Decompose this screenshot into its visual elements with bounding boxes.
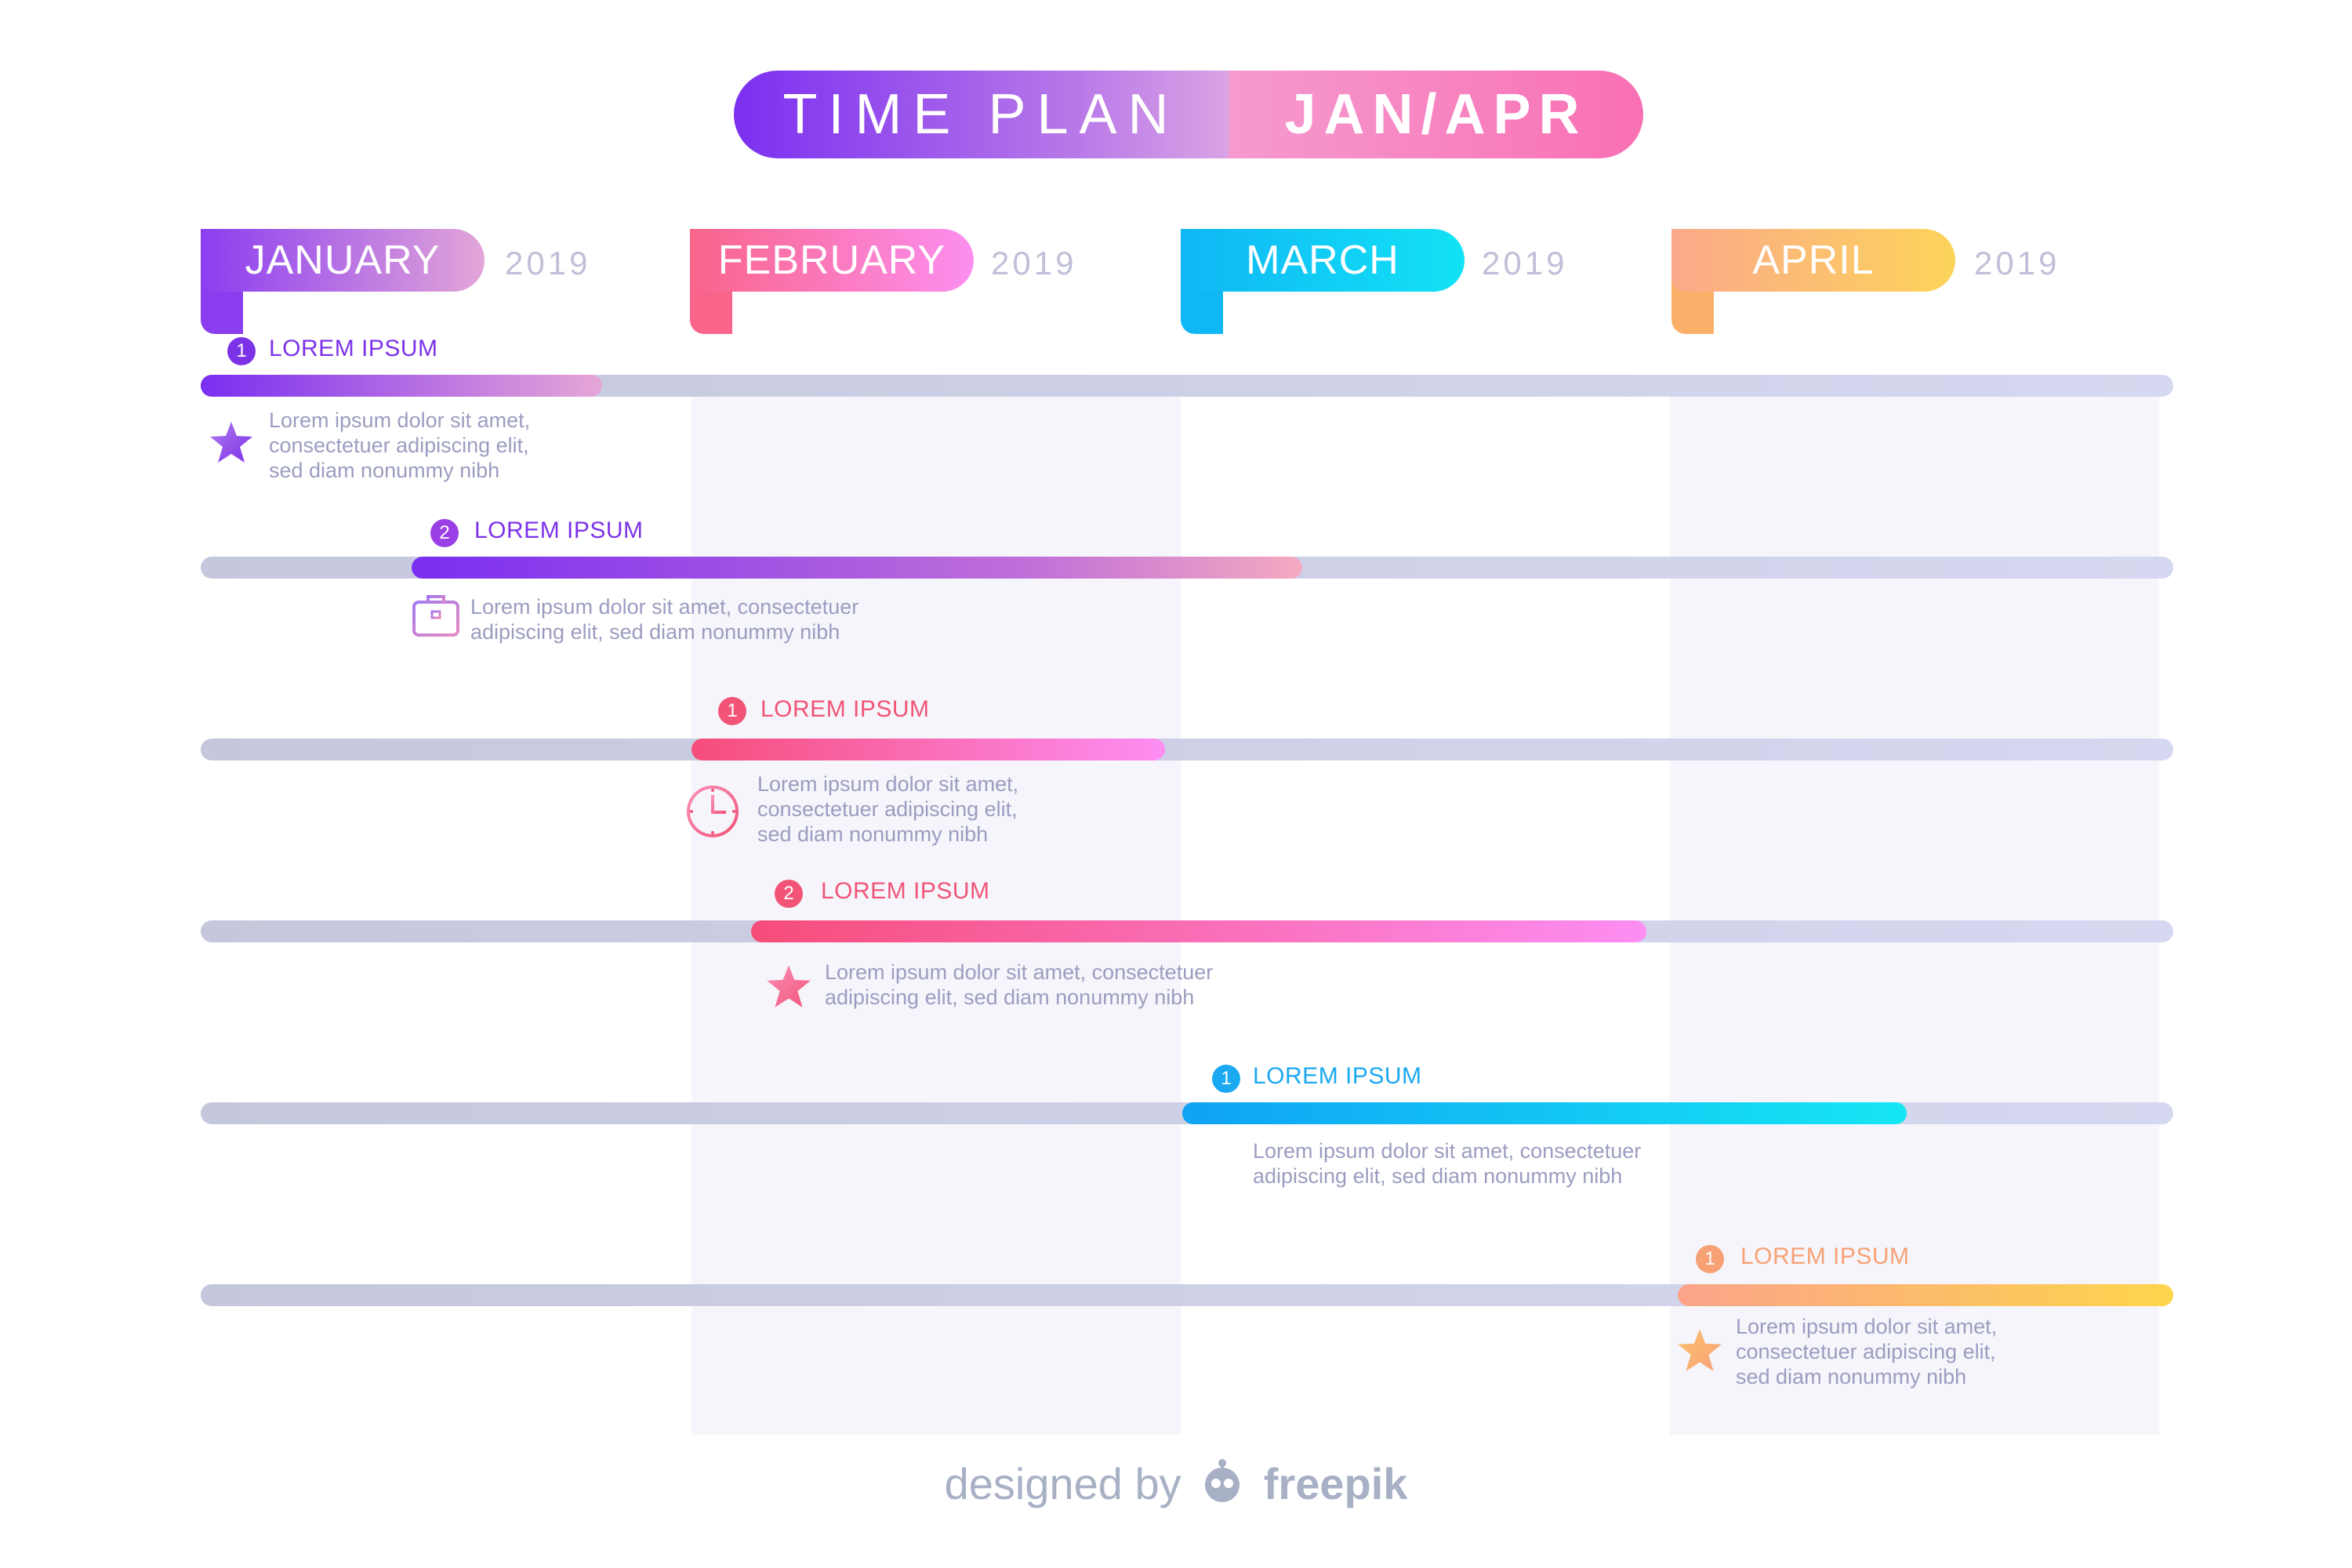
task-description: Lorem ipsum dolor sit amet, consectetuer… [757, 772, 1019, 846]
briefcase-icon [412, 595, 459, 637]
task-number-badge: 1 [1696, 1245, 1724, 1273]
task-description: Lorem ipsum dolor sit amet, consectetuer… [1736, 1315, 1998, 1388]
title-right-part: JAN/APR [1229, 71, 1643, 158]
task-number-badge: 1 [1212, 1065, 1240, 1093]
task-title: LOREM IPSUM [474, 517, 644, 543]
month-tab-february: FEBRUARY [690, 229, 974, 292]
task-bar [751, 920, 1646, 942]
title-text: TIME PLAN [782, 83, 1180, 146]
year-label: 2019 [505, 245, 591, 281]
clock-icon [687, 786, 739, 837]
freepik-logo-icon [1205, 1459, 1240, 1502]
attribution-brand: freepik [1263, 1459, 1408, 1508]
month-tab-january: JANUARY [201, 229, 485, 292]
task-description: Lorem ipsum dolor sit amet, consectetuer… [1253, 1139, 1642, 1188]
task-description: Lorem ipsum dolor sit amet, consectetuer… [269, 408, 531, 482]
star-icon [1678, 1329, 1722, 1371]
attribution: designed by freepik [0, 1457, 2352, 1509]
task-number-badge: 1 [718, 697, 746, 725]
task-title: LOREM IPSUM [1253, 1063, 1422, 1089]
task-description: Lorem ipsum dolor sit amet, consectetuer… [825, 960, 1214, 1009]
task-title: LOREM IPSUM [760, 696, 930, 722]
april-column-shade [1670, 376, 2159, 1435]
task-number-badge: 2 [775, 880, 803, 908]
task-bar [1678, 1284, 2173, 1306]
february-column-shade [691, 376, 1181, 1435]
year-label: 2019 [991, 245, 1077, 281]
task-bar [691, 739, 1165, 760]
title-left-part: TIME PLAN [734, 71, 1229, 158]
task-bar [1182, 1102, 1907, 1124]
month-label: FEBRUARY [717, 238, 946, 283]
star-icon [210, 422, 252, 463]
task-title: LOREM IPSUM [821, 878, 990, 904]
task-number-badge: 2 [430, 519, 459, 547]
month-tab-april: APRIL [1671, 229, 1955, 292]
year-label: 2019 [1974, 245, 2060, 281]
month-label: MARCH [1246, 238, 1399, 283]
star-icon [767, 965, 811, 1007]
title-banner: TIME PLAN JAN/APR [734, 71, 1643, 158]
task-bar [201, 375, 602, 397]
task-bar [412, 557, 1302, 579]
year-label: 2019 [1482, 245, 1568, 281]
timeline-track [201, 739, 2173, 760]
task-description: Lorem ipsum dolor sit amet, consectetuer… [470, 595, 859, 644]
task-title: LOREM IPSUM [269, 336, 438, 361]
task-title: LOREM IPSUM [1740, 1243, 1910, 1269]
month-label: JANUARY [245, 238, 441, 283]
month-label: APRIL [1752, 238, 1875, 283]
task-number-badge: 1 [227, 337, 256, 365]
attribution-prefix: designed by [944, 1459, 1181, 1508]
title-range: JAN/APR [1284, 83, 1588, 146]
month-tab-march: MARCH [1181, 229, 1465, 292]
